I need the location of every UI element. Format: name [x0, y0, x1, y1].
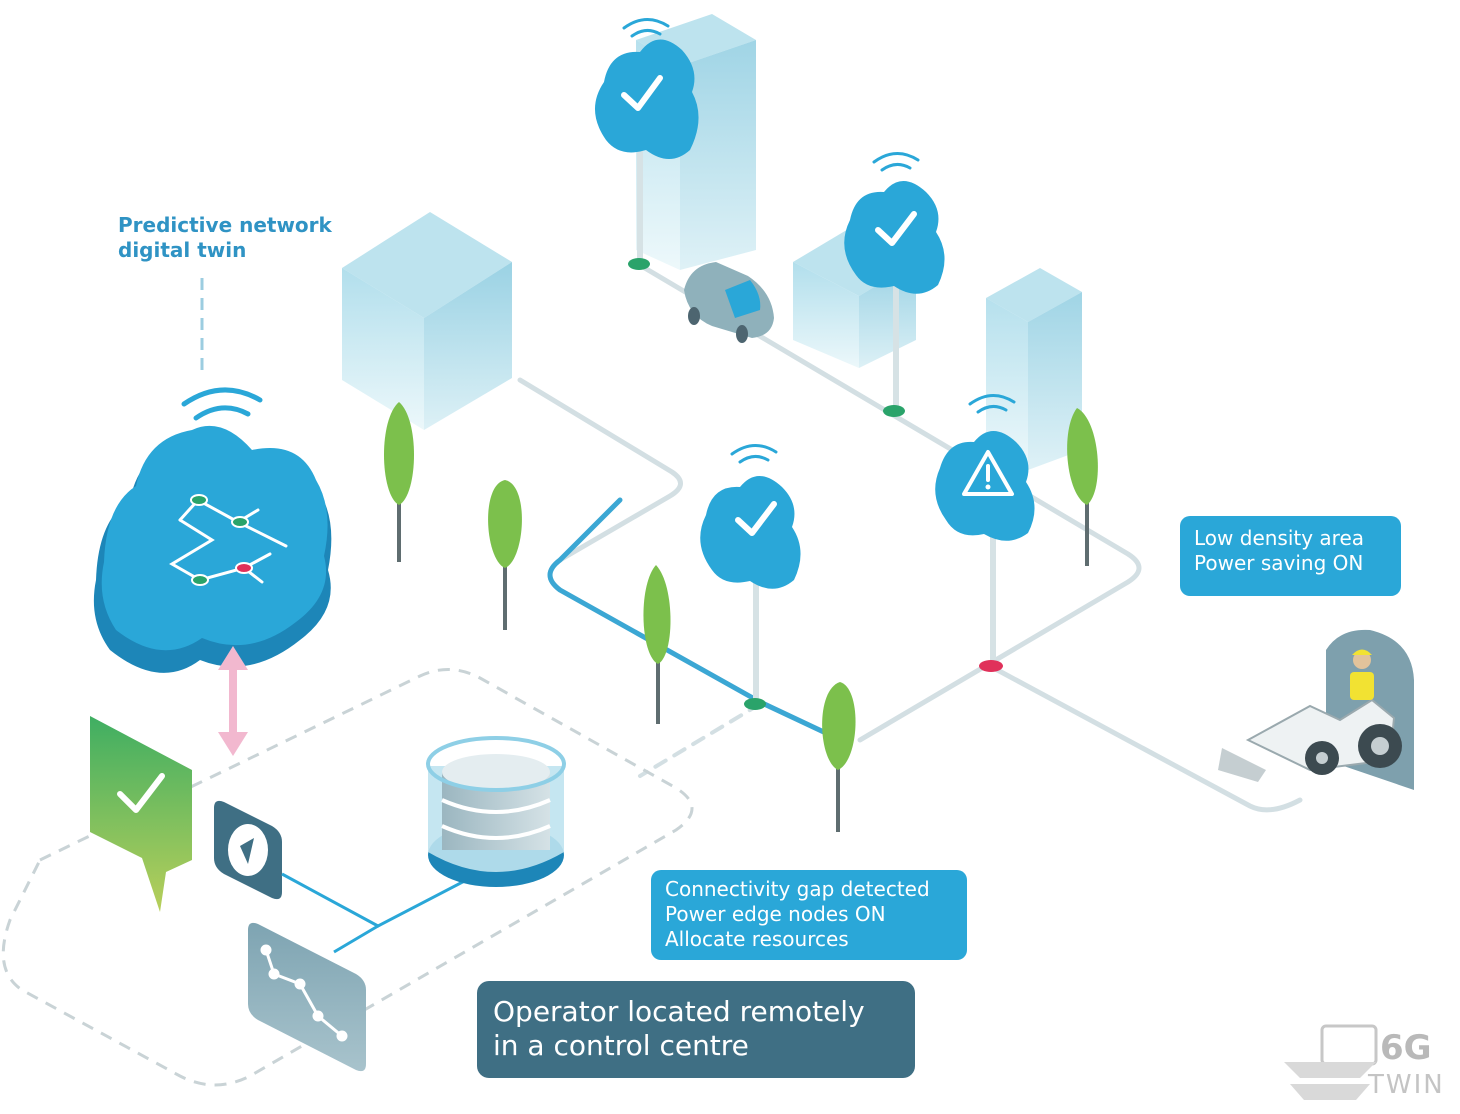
- operator-callout: Operator located remotely in a control c…: [477, 981, 915, 1078]
- antenna-cloud-top-left: [594, 18, 699, 160]
- wifi-icon: [622, 18, 670, 38]
- analytics-tile: [248, 922, 366, 1072]
- digital-twin-cloud: [93, 278, 332, 673]
- operator-line1: Operator located remotely: [493, 995, 865, 1028]
- antenna-cloud-warning: [935, 394, 1035, 541]
- building-right: [986, 268, 1082, 470]
- trees: [383, 402, 1098, 832]
- line-chart-icon: [260, 944, 348, 1042]
- control-centre-area: [1, 667, 694, 1087]
- antenna-cloud-lower: [700, 444, 801, 589]
- status-pin-check: [90, 716, 192, 912]
- tree-icon: [383, 402, 415, 562]
- network-node-ok: [744, 698, 766, 710]
- network-node-alert: [979, 660, 1003, 672]
- logo-twin-text: TWIN: [1368, 1070, 1445, 1100]
- tree-icon: [822, 682, 856, 832]
- digital-twin-label-line2: digital twin: [118, 238, 247, 262]
- low-density-line2: Power saving ON: [1194, 551, 1364, 575]
- wifi-icon: [181, 387, 263, 421]
- tree-icon: [643, 565, 671, 724]
- check-icon: [117, 773, 165, 813]
- road-network: [517, 261, 1303, 813]
- tractor-icon: [1218, 629, 1414, 790]
- wifi-icon: [730, 444, 778, 464]
- gap-line3: Allocate resources: [665, 927, 849, 951]
- gap-line2: Power edge nodes ON: [665, 902, 886, 926]
- driver-icon: [1350, 649, 1374, 700]
- gauge-needle-icon: [240, 838, 254, 864]
- low-density-callout: Low density area Power saving ON: [1180, 516, 1401, 596]
- building-left: [342, 212, 512, 430]
- low-density-line1: Low density area: [1194, 526, 1365, 550]
- car-icon: [684, 262, 774, 343]
- antenna-cloud-middle: [844, 152, 945, 294]
- digital-twin-label: Predictive network digital twin: [118, 213, 332, 263]
- network-node-ok: [883, 405, 905, 417]
- logo-6g-text: 6G: [1380, 1028, 1432, 1068]
- gap-line1: Connectivity gap detected: [665, 877, 930, 901]
- digital-twin-label-line1: Predictive network: [118, 213, 332, 237]
- check-icon: [621, 75, 663, 111]
- gauge-tile: [214, 800, 282, 900]
- sync-arrow-icon: [218, 646, 248, 756]
- antenna-poles: [637, 140, 996, 702]
- warning-icon: [962, 450, 1014, 496]
- operator-line2: in a control centre: [493, 1029, 749, 1062]
- database-icon: [426, 736, 566, 887]
- check-icon: [875, 211, 917, 246]
- network-node-ok: [628, 258, 650, 270]
- tree-icon: [1067, 408, 1098, 566]
- control-links: [281, 872, 479, 954]
- wifi-icon: [968, 394, 1016, 414]
- logo-mark-icon: [1284, 1024, 1378, 1100]
- tree-icon: [488, 480, 522, 630]
- wifi-icon: [872, 152, 920, 172]
- check-icon: [735, 501, 777, 536]
- connectivity-gap-callout: Connectivity gap detected Power edge nod…: [651, 870, 967, 960]
